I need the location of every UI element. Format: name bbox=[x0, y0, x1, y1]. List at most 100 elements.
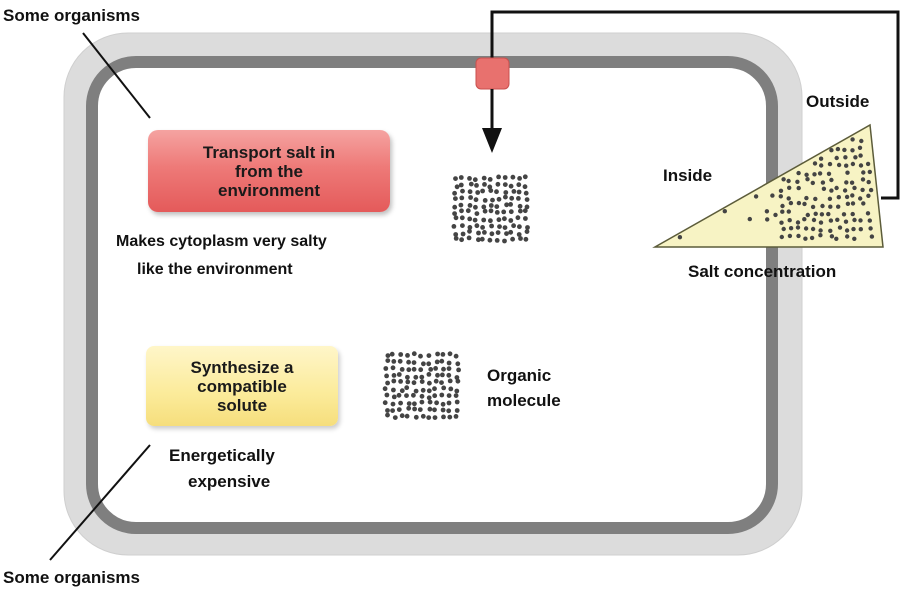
dot bbox=[802, 201, 807, 207]
dot bbox=[494, 204, 500, 210]
dot bbox=[852, 236, 857, 241]
dot bbox=[427, 399, 433, 405]
dot bbox=[503, 194, 508, 200]
dot bbox=[474, 183, 479, 188]
dot bbox=[474, 211, 480, 217]
dot bbox=[818, 156, 824, 161]
dot bbox=[857, 145, 863, 150]
dot bbox=[844, 228, 850, 233]
dot bbox=[860, 177, 866, 182]
dot bbox=[482, 182, 487, 187]
dot bbox=[459, 208, 464, 214]
dot bbox=[826, 211, 831, 217]
dot bbox=[859, 138, 864, 144]
dot bbox=[524, 229, 530, 235]
dot bbox=[524, 204, 530, 210]
dot bbox=[446, 360, 452, 366]
dot bbox=[411, 380, 417, 386]
dot bbox=[835, 146, 841, 152]
dot bbox=[511, 189, 517, 194]
dot bbox=[467, 216, 473, 222]
dot bbox=[446, 400, 452, 406]
dot bbox=[677, 235, 683, 240]
dot bbox=[802, 217, 807, 222]
dot bbox=[868, 226, 873, 231]
dot bbox=[819, 212, 825, 217]
dot bbox=[868, 187, 874, 193]
label-makes-cytoplasm-2: like the environment bbox=[137, 261, 293, 278]
dot bbox=[516, 182, 522, 188]
dot bbox=[845, 234, 850, 239]
dot bbox=[440, 407, 446, 413]
dot bbox=[453, 236, 459, 241]
dot bbox=[412, 401, 417, 407]
dot bbox=[787, 218, 792, 223]
dot bbox=[516, 232, 522, 237]
dot bbox=[858, 163, 864, 168]
dot bbox=[432, 415, 438, 420]
dot bbox=[481, 217, 487, 223]
dot bbox=[780, 209, 785, 214]
dot bbox=[419, 374, 425, 380]
dot bbox=[502, 175, 508, 180]
dot bbox=[467, 228, 472, 234]
dot bbox=[453, 176, 458, 182]
dot bbox=[397, 358, 403, 364]
dot bbox=[865, 161, 871, 167]
dot bbox=[510, 236, 515, 242]
dot bbox=[406, 367, 412, 373]
dot bbox=[452, 211, 457, 217]
dot bbox=[858, 153, 863, 158]
dot bbox=[861, 170, 866, 175]
dot bbox=[426, 415, 432, 420]
dot bbox=[382, 400, 388, 406]
dot bbox=[391, 359, 397, 364]
dot bbox=[844, 163, 849, 168]
dot bbox=[502, 238, 507, 244]
dot bbox=[508, 209, 514, 215]
dot bbox=[795, 225, 801, 230]
dot bbox=[383, 366, 389, 371]
transport-salt-box: Transport salt in from the environment bbox=[148, 130, 390, 212]
dot bbox=[722, 209, 727, 214]
dot bbox=[844, 180, 849, 185]
dot bbox=[432, 393, 438, 399]
dot bbox=[398, 400, 403, 406]
dot bbox=[508, 229, 514, 235]
transport-box-line: environment bbox=[217, 180, 321, 200]
dot bbox=[497, 224, 502, 230]
dot bbox=[489, 223, 494, 229]
dot bbox=[517, 224, 522, 230]
dot bbox=[487, 184, 493, 190]
dot bbox=[482, 230, 487, 235]
dot bbox=[852, 185, 857, 191]
dot bbox=[522, 208, 528, 214]
dot bbox=[765, 217, 770, 222]
dot bbox=[435, 372, 440, 378]
dot bbox=[466, 235, 472, 241]
dot bbox=[829, 148, 834, 153]
dot bbox=[459, 215, 465, 221]
label-outside: Outside bbox=[806, 92, 870, 111]
dot bbox=[858, 196, 863, 201]
dot bbox=[812, 172, 817, 177]
feedback-line bbox=[490, 10, 900, 200]
dot bbox=[391, 373, 397, 378]
dot bbox=[460, 231, 466, 237]
dot bbox=[454, 375, 460, 380]
dot bbox=[453, 232, 459, 237]
dot bbox=[834, 155, 839, 161]
dot bbox=[796, 170, 801, 176]
dot bbox=[420, 413, 426, 419]
dot bbox=[426, 388, 432, 394]
dot bbox=[861, 201, 866, 206]
dot bbox=[385, 412, 390, 418]
dot bbox=[834, 185, 839, 191]
dot bbox=[472, 217, 478, 223]
dot bbox=[460, 223, 465, 229]
dot bbox=[440, 401, 446, 407]
dot bbox=[396, 372, 402, 377]
dot bbox=[866, 193, 871, 198]
dot bbox=[515, 215, 521, 221]
